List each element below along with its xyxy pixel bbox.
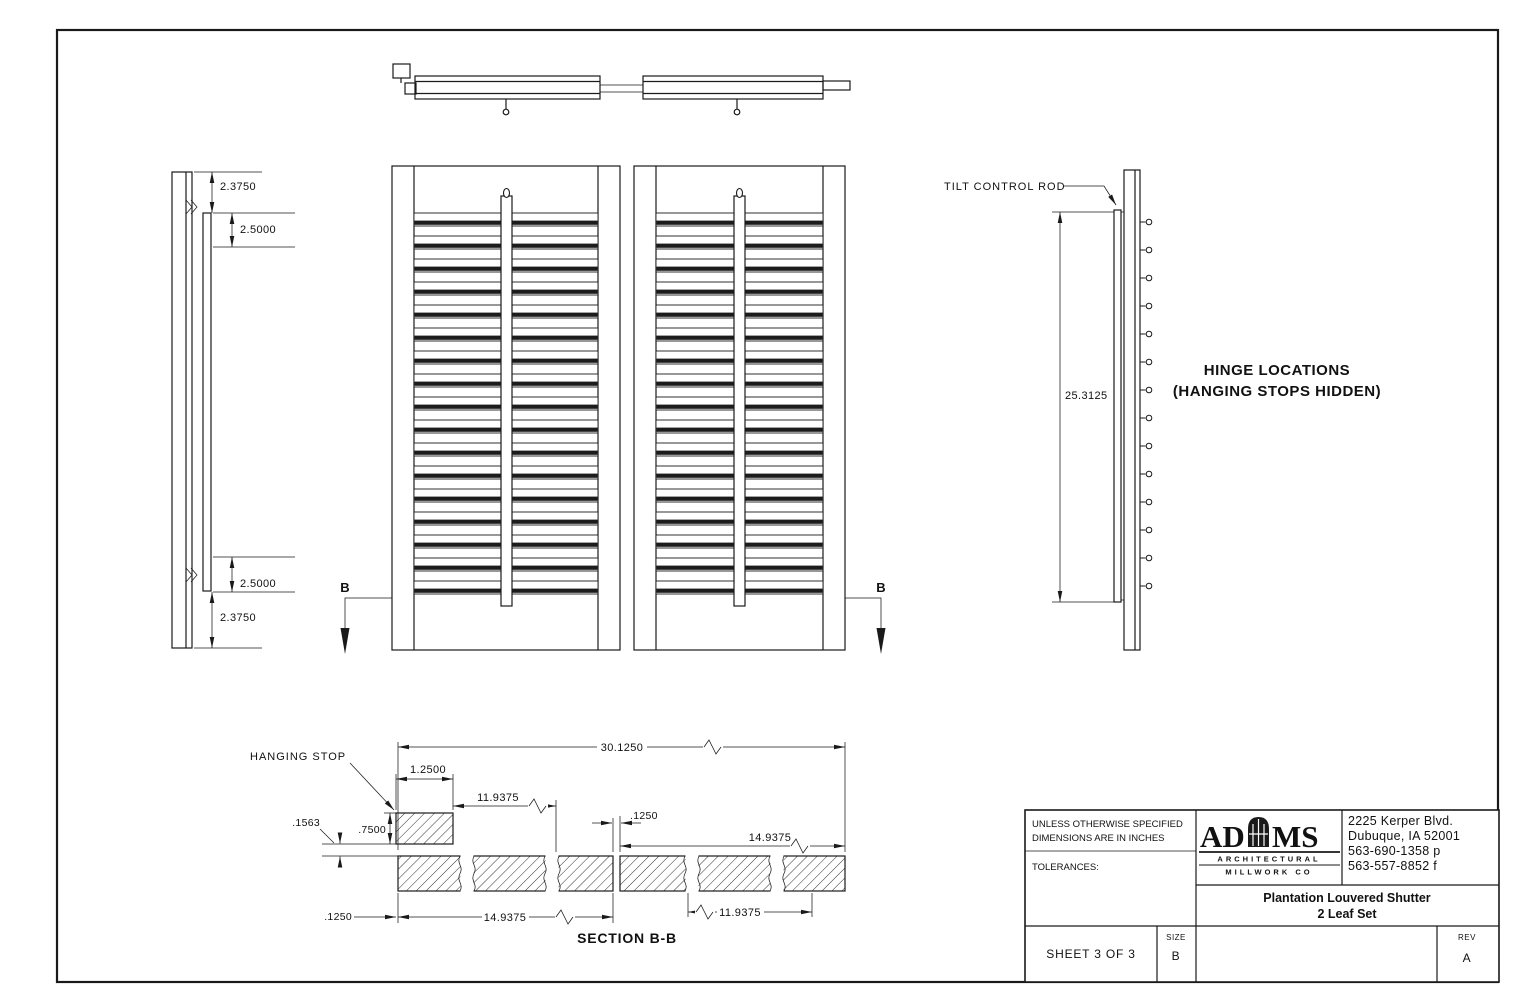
section-arrow-left bbox=[340, 628, 350, 654]
dim-leaf-width-left-value: 14.9375 bbox=[484, 912, 527, 924]
dim-leaf-width-right-value: 14.9375 bbox=[749, 832, 792, 844]
dim-louver-span-top: 11.9375 bbox=[453, 792, 557, 852]
dim-leaf-width-left: 14.9375 bbox=[398, 893, 614, 925]
right-leaf-section bbox=[619, 855, 846, 892]
dim-overall-width: 30.1250 bbox=[601, 742, 644, 754]
tolerances-label: TOLERANCES: bbox=[1032, 862, 1099, 873]
label-tilt-control-rod: TILT CONTROL ROD bbox=[944, 181, 1066, 193]
tilt-rod-top-right bbox=[733, 99, 741, 116]
section-view: HANGING STOP 30.1250 1.2500 11.9375 bbox=[250, 739, 846, 946]
size-value: B bbox=[1172, 949, 1181, 963]
hinge-note-line2: (HANGING STOPS HIDDEN) bbox=[1173, 383, 1381, 400]
dim-stop-height-value: .7500 bbox=[358, 824, 386, 836]
right-shutter-panel bbox=[633, 165, 846, 651]
dim-side-bottom-inner: 2.5000 bbox=[240, 578, 276, 590]
dim-stop-width: 1.2500 bbox=[395, 764, 454, 810]
dim-stop-height: .7500 bbox=[358, 812, 397, 844]
size-label: SIZE bbox=[1166, 933, 1186, 942]
dim-louver-span-bottom: 11.9375 bbox=[687, 893, 813, 920]
logo-text-right: MS bbox=[1272, 819, 1319, 854]
rev-label: REV bbox=[1458, 933, 1476, 942]
note-line1: UNLESS OTHERWISE SPECIFIED bbox=[1032, 819, 1183, 830]
logo-sub1: ARCHITECTURAL bbox=[1217, 855, 1320, 864]
part-name-line1: Plantation Louvered Shutter bbox=[1263, 891, 1431, 905]
front-view bbox=[391, 165, 846, 651]
company-logo: AD MS ARCHITECTURAL MILLWORK CO bbox=[1199, 817, 1340, 877]
section-marker-right: B bbox=[876, 580, 885, 595]
sheet-number: SHEET 3 OF 3 bbox=[1046, 947, 1135, 961]
dim-stop-lip-value: .1563 bbox=[292, 817, 320, 829]
section-title: SECTION B-B bbox=[577, 930, 677, 946]
hanging-stop-section bbox=[395, 812, 454, 845]
side-left-dimensions: 2.3750 2.5000 2.5000 2.3750 bbox=[194, 171, 295, 649]
address-line2: Dubuque, IA 52001 bbox=[1348, 829, 1460, 843]
tilt-rod-right bbox=[733, 187, 746, 607]
top-view bbox=[392, 63, 851, 116]
title-block: UNLESS OTHERWISE SPECIFIED DIMENSIONS AR… bbox=[1024, 809, 1500, 983]
dim-louver-span-bottom-value: 11.9375 bbox=[719, 907, 761, 919]
note-line2: DIMENSIONS ARE IN INCHES bbox=[1032, 833, 1165, 844]
dim-leaf-width-right: 14.9375 bbox=[620, 832, 845, 854]
dim-overall: 30.1250 bbox=[397, 739, 846, 852]
section-marker-left: B bbox=[340, 580, 349, 595]
hinge-note-line1: HINGE LOCATIONS bbox=[1204, 362, 1350, 379]
sheet-border bbox=[55, 28, 1500, 984]
side-view-left: 2.3750 2.5000 2.5000 2.3750 bbox=[171, 171, 295, 649]
dim-side-bottom-outer: 2.3750 bbox=[220, 612, 256, 624]
left-leaf-section bbox=[397, 855, 614, 892]
part-name-line2: 2 Leaf Set bbox=[1317, 907, 1377, 921]
dim-rod-length: 25.3125 bbox=[1065, 390, 1108, 402]
dim-louver-span-top-value: 11.9375 bbox=[477, 792, 519, 804]
section-arrow-right bbox=[876, 628, 886, 654]
dim-hanging-stop-width: 1.2500 bbox=[410, 764, 446, 776]
rev-value: A bbox=[1463, 951, 1472, 965]
dim-side-top-inner: 2.5000 bbox=[240, 224, 276, 236]
tilt-rod-top-left bbox=[502, 99, 510, 116]
company-address: 2225 Kerper Blvd. Dubuque, IA 52001 563-… bbox=[1348, 814, 1460, 873]
tilt-rod-leader bbox=[1064, 185, 1117, 206]
dim-stop-lip: .1563 bbox=[292, 817, 399, 868]
address-line4: 563-557-8852 f bbox=[1348, 859, 1437, 873]
break-symbols bbox=[458, 855, 786, 892]
dim-leaf-gap-value: .1250 bbox=[630, 810, 658, 822]
address-line1: 2225 Kerper Blvd. bbox=[1348, 814, 1453, 828]
address-line3: 563-690-1358 p bbox=[1348, 844, 1440, 858]
section-markers: B B bbox=[340, 580, 886, 654]
dim-edge-offset-value: .1250 bbox=[324, 911, 352, 923]
tilt-rod-left bbox=[500, 187, 513, 607]
dim-side-top-outer: 2.3750 bbox=[220, 181, 256, 193]
logo-text-left: AD bbox=[1200, 819, 1245, 854]
label-hanging-stop: HANGING STOP bbox=[250, 751, 346, 763]
hidden-stop-mark-bottom bbox=[185, 567, 198, 583]
side-view-right: TILT CONTROL ROD 25.3125 bbox=[944, 169, 1153, 651]
left-shutter-panel bbox=[391, 165, 621, 651]
louver-pins bbox=[1139, 218, 1153, 590]
dim-edge-offset: .1250 bbox=[324, 893, 399, 923]
logo-sub2: MILLWORK CO bbox=[1225, 868, 1312, 877]
hidden-stop-mark-top bbox=[185, 199, 198, 215]
hinge-locations-note: HINGE LOCATIONS (HANGING STOPS HIDDEN) bbox=[1173, 362, 1381, 400]
